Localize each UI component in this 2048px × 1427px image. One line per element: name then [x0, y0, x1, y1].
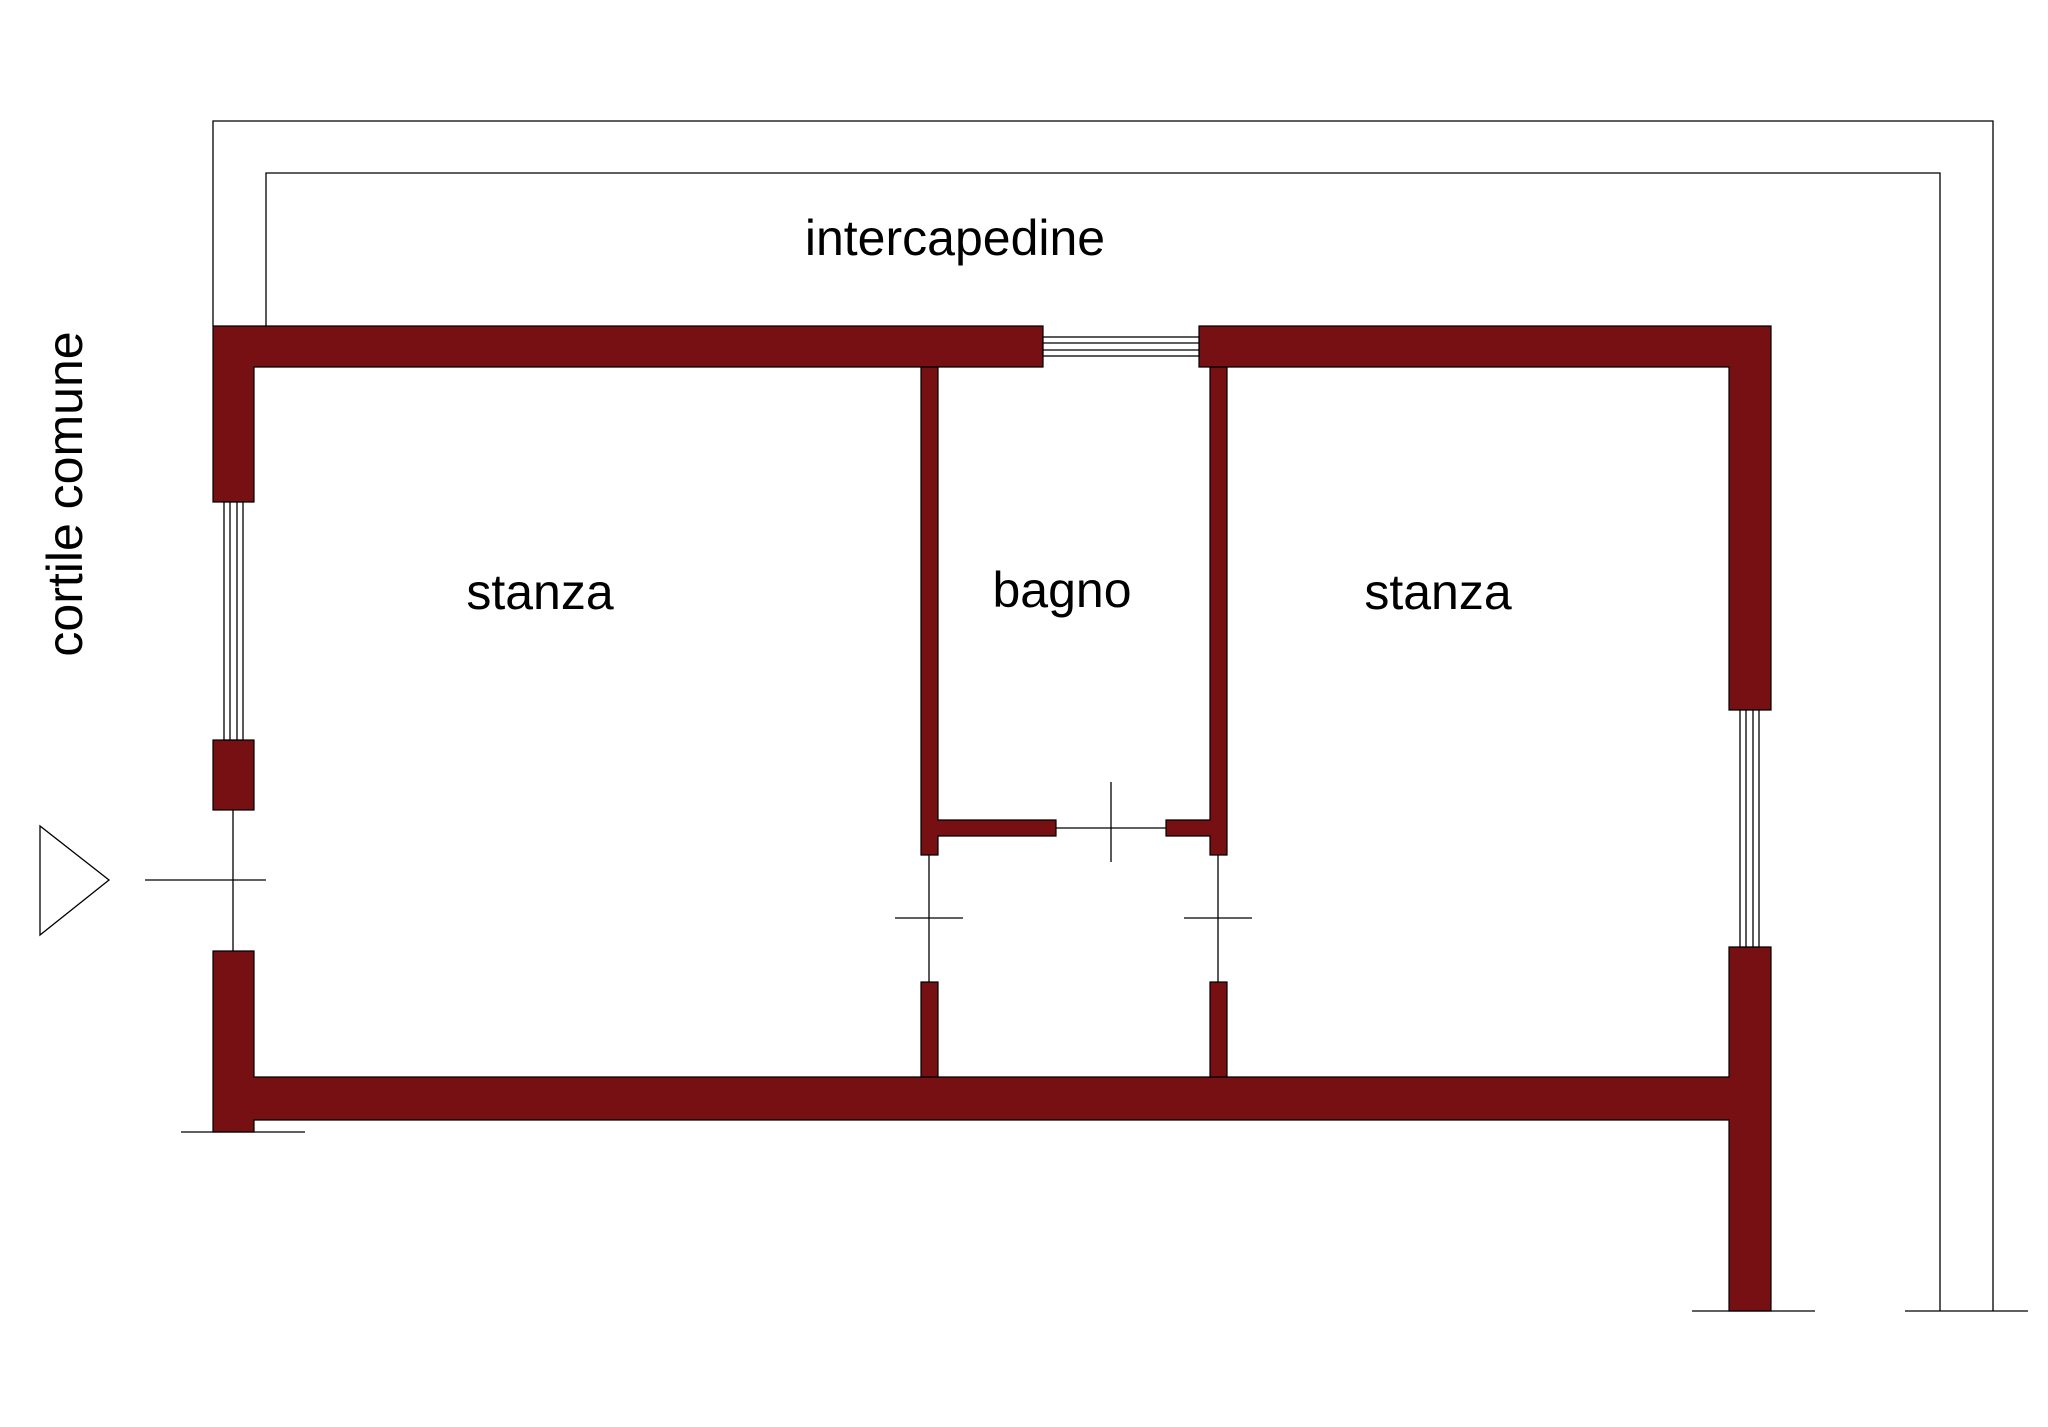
window-top [1042, 336, 1200, 357]
entrance-arrow-icon [39, 824, 111, 937]
wall-left-pier [212, 739, 255, 811]
windows [223, 336, 1760, 948]
window-left [223, 501, 244, 741]
label-room-right: stanza [1364, 564, 1512, 620]
wall-top-right [1198, 325, 1772, 711]
wall-stub-right [1209, 981, 1228, 1078]
intercapedine-outline [212, 120, 1994, 1311]
door-entrance [145, 810, 266, 951]
label-room-left: stanza [466, 564, 614, 620]
window-right [1739, 709, 1760, 948]
wall-top-left [212, 325, 1044, 503]
door-right-room [1184, 855, 1252, 982]
wall-stub-left [920, 981, 939, 1078]
wall-bath-left [920, 366, 1057, 856]
label-room-center: bagno [992, 562, 1131, 618]
wall-bottom [212, 946, 1772, 1312]
walls [212, 325, 1772, 1312]
label-intercapedine: intercapedine [805, 210, 1105, 266]
wall-bath-right [1165, 366, 1228, 856]
door-bathroom [1056, 782, 1166, 862]
doors [145, 782, 1252, 982]
label-cortile-comune: cortile comune [37, 331, 93, 656]
door-left-room [895, 855, 963, 982]
